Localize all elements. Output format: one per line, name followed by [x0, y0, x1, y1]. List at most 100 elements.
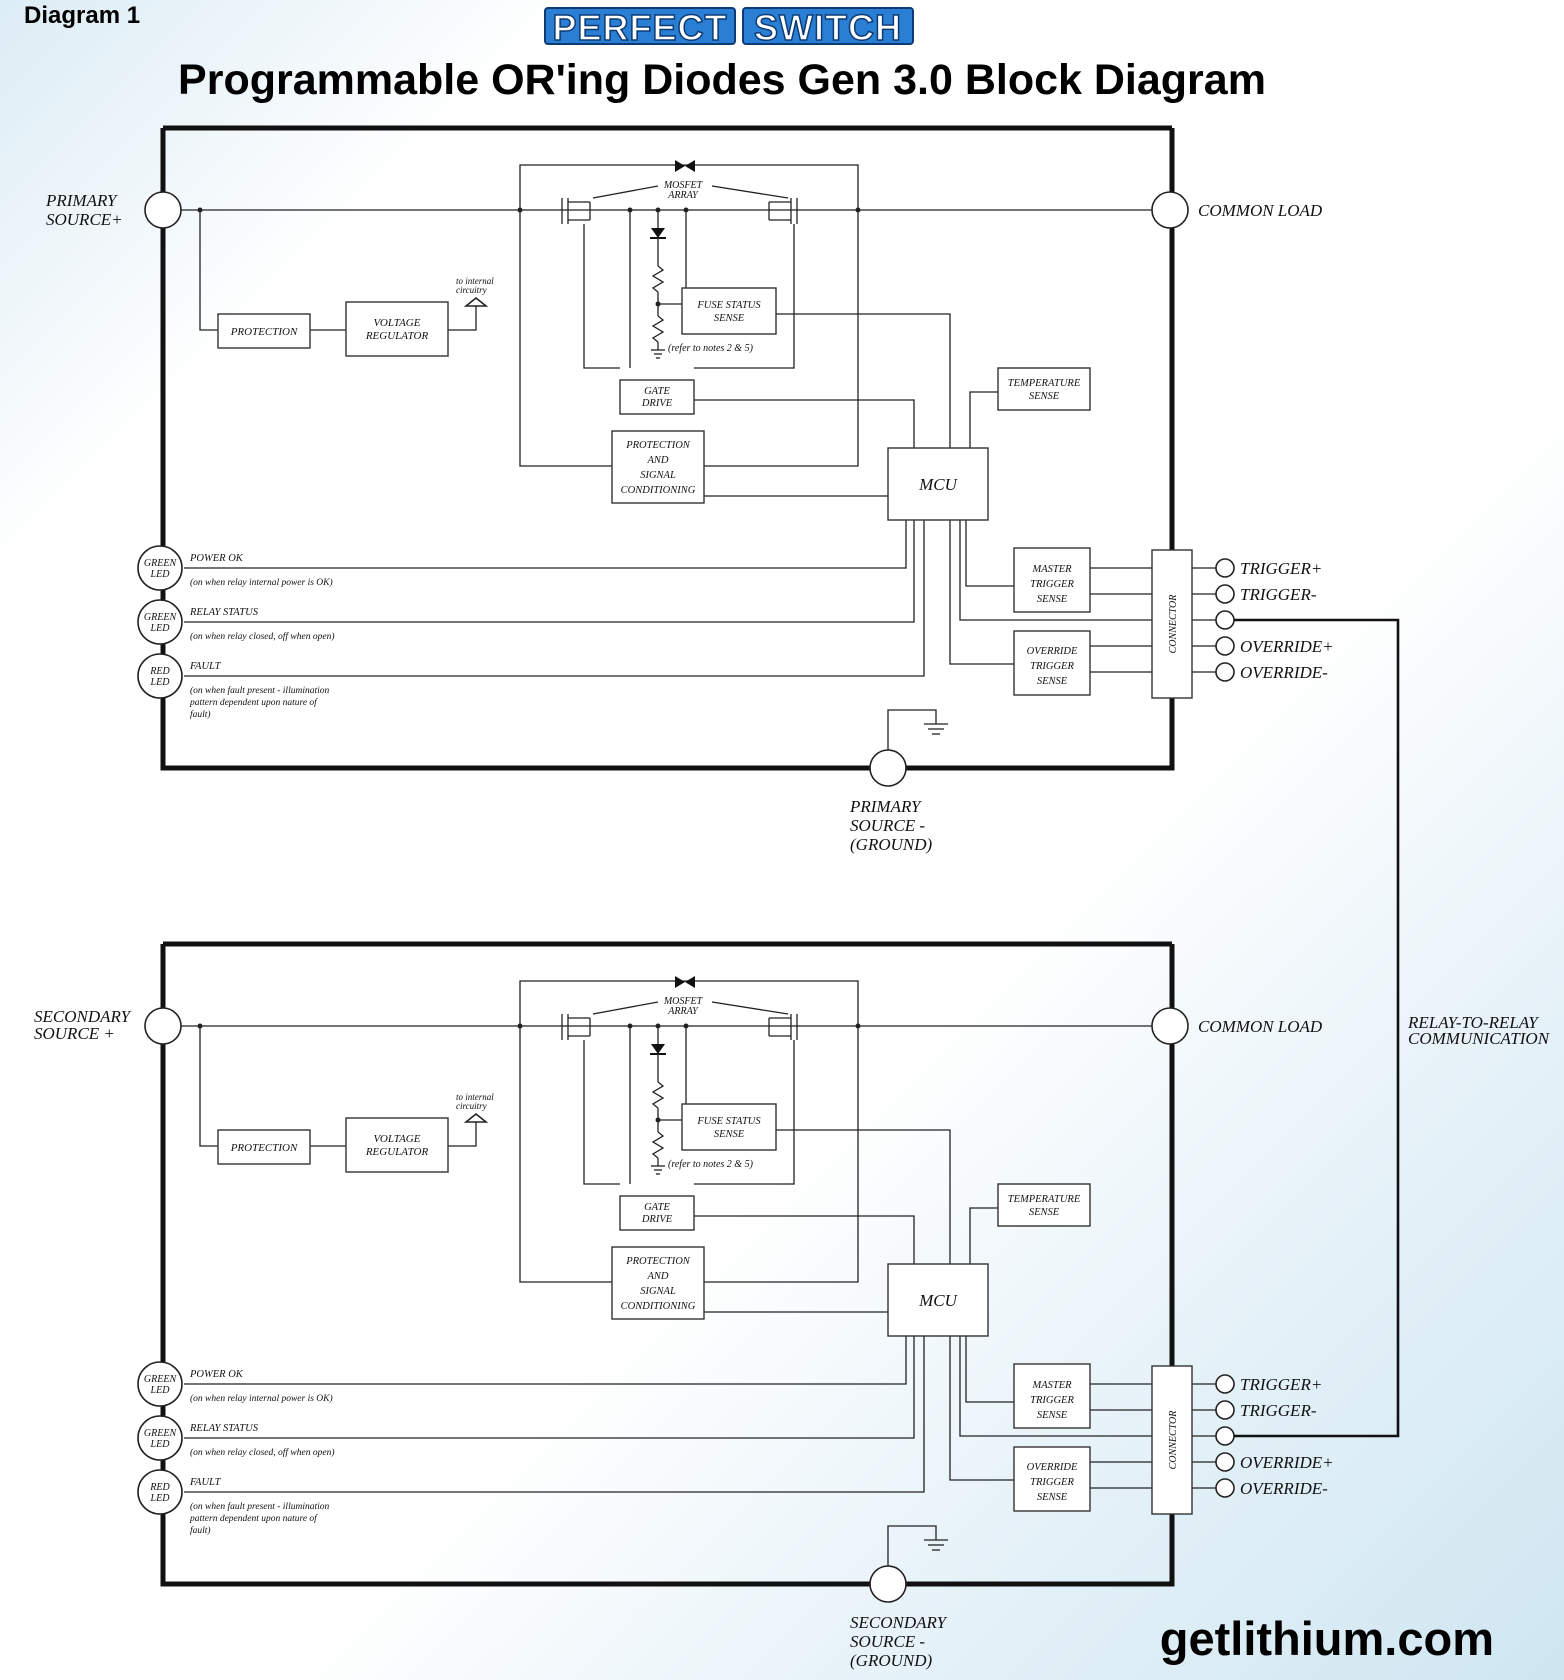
relay-comm-label-2: COMMUNICATION	[1408, 1029, 1551, 1048]
secondary-ground-label: SECONDARY	[850, 1613, 948, 1632]
fuse-status-block: FUSE STATUS	[696, 300, 761, 311]
power-ok-led-2: LED	[150, 1385, 171, 1396]
mosfet-array-label-2: ARRAY	[667, 1006, 699, 1017]
relay-status-led: GREEN	[144, 1428, 178, 1439]
website-logo: getlithium.com	[1160, 1612, 1494, 1665]
fault-note-2: pattern dependent upon nature of	[189, 1513, 318, 1524]
secondary-source-label-2: SOURCE +	[34, 1024, 115, 1043]
primary-ground-label-3: (GROUND)	[850, 835, 932, 854]
master-trigger-block-3: SENSE	[1037, 1410, 1068, 1421]
secondary-module-labels: SECONDARY SOURCE + COMMON LOAD SECONDARY…	[34, 996, 1334, 1670]
relay-status-led-2: LED	[150, 623, 171, 634]
override-trigger-block-2: TRIGGER	[1030, 661, 1074, 672]
relay-status-led-2: LED	[150, 1439, 171, 1450]
protection-signal-block-4: CONDITIONING	[621, 1301, 696, 1312]
primary-source-label-2: SOURCE+	[46, 210, 123, 229]
trigger-minus-label: TRIGGER-	[1240, 1401, 1317, 1420]
voltage-regulator-block: VOLTAGE	[374, 1133, 421, 1145]
protection-signal-block-3: SIGNAL	[640, 1286, 676, 1297]
common-load-label: COMMON LOAD	[1198, 201, 1323, 220]
primary-source-label: PRIMARY	[45, 191, 118, 210]
master-trigger-block-2: TRIGGER	[1030, 579, 1074, 590]
relay-status-led: GREEN	[144, 612, 178, 623]
fuse-note: (refer to notes 2 & 5)	[668, 1159, 754, 1170]
relay-status-label: RELAY STATUS	[189, 1423, 259, 1434]
trigger-plus-label: TRIGGER+	[1240, 559, 1322, 578]
power-ok-led: GREEN	[144, 1374, 178, 1385]
relay-comm-label: RELAY-TO-RELAY	[1407, 1013, 1539, 1032]
primary-ground-label-2: SOURCE -	[850, 816, 925, 835]
diagram-title: Programmable OR'ing Diodes Gen 3.0 Block…	[178, 56, 1266, 104]
protection-signal-block: PROTECTION	[625, 440, 691, 451]
mcu-block: MCU	[918, 475, 959, 494]
override-minus-label: OVERRIDE-	[1240, 663, 1328, 682]
fault-led-2: LED	[150, 1493, 171, 1504]
gate-drive-block: GATE	[644, 386, 670, 397]
connector-block: CONNECTOR	[1168, 1411, 1179, 1470]
mosfet-array-label: MOSFET	[663, 180, 704, 191]
override-trigger-block-3: SENSE	[1037, 1492, 1068, 1503]
voltage-regulator-block-2: REGULATOR	[365, 1146, 429, 1158]
gate-drive-block-2: DRIVE	[641, 398, 673, 409]
protection-signal-block: PROTECTION	[625, 1256, 691, 1267]
primary-ground-label: PRIMARY	[849, 797, 922, 816]
mosfet-array-label: MOSFET	[663, 996, 704, 1007]
mcu-block: MCU	[918, 1291, 959, 1310]
master-trigger-block: MASTER	[1031, 564, 1072, 575]
temperature-sense-block-2: SENSE	[1029, 391, 1060, 402]
fault-label: FAULT	[189, 661, 222, 672]
logo-right-word: SWITCH	[754, 7, 902, 48]
protection-signal-block-3: SIGNAL	[640, 470, 676, 481]
connector-block: CONNECTOR	[1168, 595, 1179, 654]
fault-note-3: fault)	[190, 1525, 211, 1536]
fault-note: (on when fault present - illumination	[190, 685, 329, 696]
temperature-sense-block: TEMPERATURE	[1008, 378, 1081, 389]
voltage-regulator-block-2: REGULATOR	[365, 330, 429, 342]
protection-signal-block-4: CONDITIONING	[621, 485, 696, 496]
internal-circuitry-label-2: circuitry	[456, 285, 487, 295]
relay-status-note: (on when relay closed, off when open)	[190, 1447, 335, 1458]
internal-circuitry-label: to internal	[456, 1092, 494, 1102]
master-trigger-block-2: TRIGGER	[1030, 1395, 1074, 1406]
trigger-minus-label: TRIGGER-	[1240, 585, 1317, 604]
internal-circuitry-label: to internal	[456, 276, 494, 286]
power-ok-led-2: LED	[150, 569, 171, 580]
fuse-note: (refer to notes 2 & 5)	[668, 343, 754, 354]
logo-left-word: PERFECT	[552, 7, 727, 48]
voltage-regulator-block: VOLTAGE	[374, 317, 421, 329]
override-minus-label: OVERRIDE-	[1240, 1479, 1328, 1498]
protection-signal-block-2: AND	[647, 1271, 669, 1282]
protection-signal-block-2: AND	[647, 455, 669, 466]
fault-led-2: LED	[150, 677, 171, 688]
power-ok-label: POWER OK	[189, 553, 244, 564]
gate-drive-block-2: DRIVE	[641, 1214, 673, 1225]
secondary-ground-label-2: SOURCE -	[850, 1632, 925, 1651]
relay-status-label: RELAY STATUS	[189, 607, 259, 618]
power-ok-note: (on when relay internal power is OK)	[190, 1393, 333, 1404]
fault-note-2: pattern dependent upon nature of	[189, 697, 318, 708]
master-trigger-block: MASTER	[1031, 1380, 1072, 1391]
override-trigger-block: OVERRIDE	[1027, 646, 1078, 657]
fuse-status-block-2: SENSE	[714, 1129, 745, 1140]
fuse-status-block: FUSE STATUS	[696, 1116, 761, 1127]
override-trigger-block-2: TRIGGER	[1030, 1477, 1074, 1488]
common-load-label: COMMON LOAD	[1198, 1017, 1323, 1036]
primary-module-labels: PRIMARY SOURCE+ COMMON LOAD PRIMARY SOUR…	[45, 180, 1334, 854]
fault-led: RED	[149, 666, 170, 677]
relay-status-note: (on when relay closed, off when open)	[190, 631, 335, 642]
secondary-ground-label-3: (GROUND)	[850, 1651, 932, 1670]
master-trigger-block-3: SENSE	[1037, 594, 1068, 605]
override-trigger-block: OVERRIDE	[1027, 1462, 1078, 1473]
temperature-sense-block-2: SENSE	[1029, 1207, 1060, 1218]
override-trigger-block-3: SENSE	[1037, 676, 1068, 687]
fault-led: RED	[149, 1482, 170, 1493]
gate-drive-block: GATE	[644, 1202, 670, 1213]
override-plus-label: OVERRIDE+	[1240, 1453, 1334, 1472]
protection-block: PROTECTION	[230, 1142, 298, 1154]
secondary-source-label: SECONDARY	[34, 1007, 132, 1026]
protection-block: PROTECTION	[230, 326, 298, 338]
perfect-switch-logo: PERFECT SWITCH	[544, 6, 914, 49]
fault-note: (on when fault present - illumination	[190, 1501, 329, 1512]
fault-note-3: fault)	[190, 709, 211, 720]
